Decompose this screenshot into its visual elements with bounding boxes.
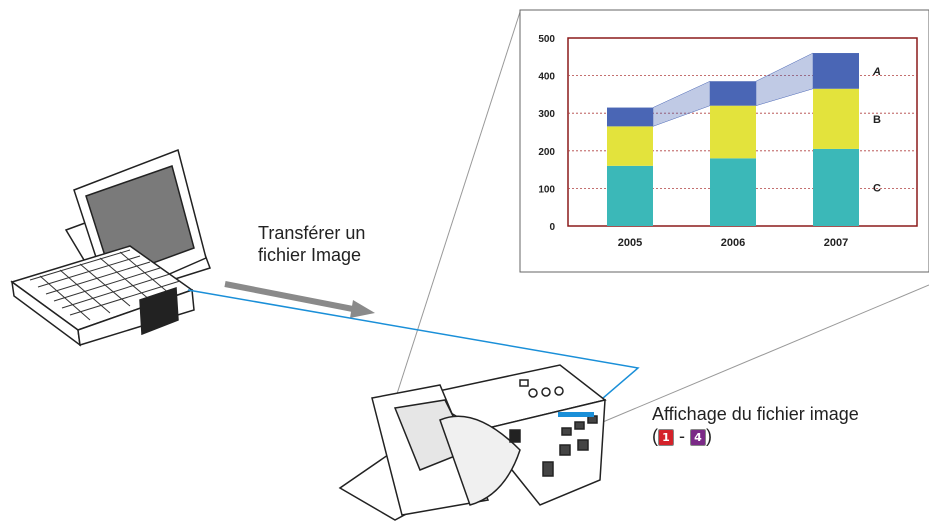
transfer-label-line2: fichier Image [258, 245, 362, 265]
bar-segment-A-2005 [607, 107, 653, 127]
y-tick-label: 0 [549, 222, 555, 233]
bar-segment-B-2006 [710, 105, 756, 159]
display-label-line1: Affichage du fichier image [652, 404, 859, 424]
chart-x-ticks: 2005 2006 2007 [618, 237, 848, 249]
transfer-label: Transférer un fichier Image [258, 222, 428, 266]
bar-segment-A-2007 [813, 53, 859, 89]
bar-segment-C-2006 [710, 158, 756, 226]
badge-last-icon: 4 [690, 429, 706, 446]
badge-first-icon: 1 [658, 429, 674, 446]
bar-segment-A-2006 [710, 81, 756, 106]
transfer-label-line1: Transférer un [258, 223, 366, 243]
series-label-B: B [873, 114, 881, 126]
y-tick-label: 300 [538, 109, 555, 120]
bar-segment-C-2007 [813, 148, 859, 226]
series-label-A: A [872, 66, 881, 78]
projector-icon [338, 364, 607, 521]
projection-line-bottom [559, 284, 929, 441]
display-label-line2: (1 - 4) [652, 425, 929, 447]
bar-segment-B-2007 [813, 88, 859, 149]
chart-y-ticks: 0 100 200 300 400 500 [538, 34, 555, 233]
badge-dash: - [674, 426, 690, 446]
x-tick-label: 2005 [618, 237, 642, 249]
close-paren: ) [706, 426, 712, 446]
x-tick-label: 2006 [721, 237, 745, 249]
transfer-arrow [224, 281, 375, 318]
chart-bars [607, 53, 859, 226]
chart-series-labels: C B A [872, 66, 881, 195]
projection-line-top [394, 11, 521, 401]
bar-segment-C-2005 [607, 165, 653, 226]
display-label: Affichage du fichier image (1 - 4) [652, 403, 929, 447]
y-tick-label: 500 [538, 34, 555, 45]
open-paren: ( [652, 426, 658, 446]
series-label-C: C [873, 182, 881, 194]
laptop-icon [10, 148, 211, 347]
y-tick-label: 200 [538, 147, 555, 158]
y-tick-label: 100 [538, 184, 555, 195]
y-tick-label: 400 [538, 72, 555, 83]
x-tick-label: 2007 [824, 237, 848, 249]
bar-segment-B-2005 [607, 126, 653, 166]
